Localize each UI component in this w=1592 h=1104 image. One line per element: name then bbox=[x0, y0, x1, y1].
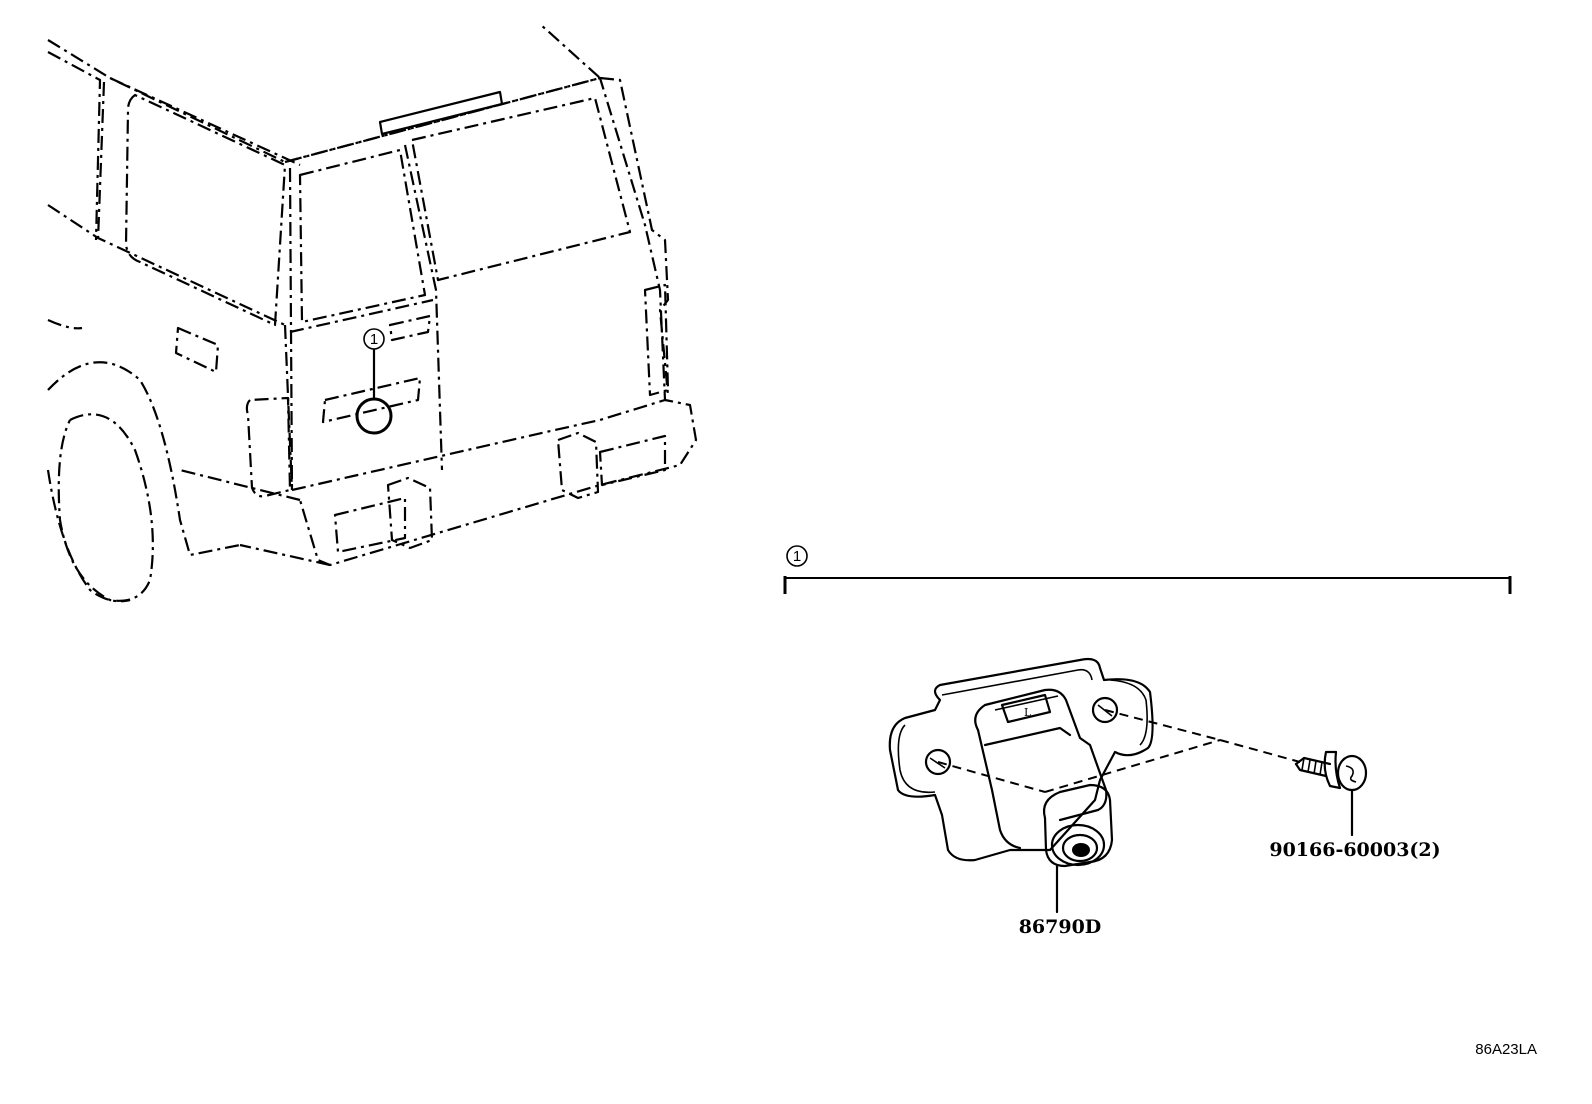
callout-circle-group bbox=[786, 545, 808, 567]
vehicle-rear-illustration: 1 bbox=[46, 23, 698, 603]
svg-text:L: L bbox=[1024, 706, 1032, 719]
part-number-screw[interactable]: 90166-60003(2) bbox=[1269, 839, 1440, 861]
rear-camera-illustration: L bbox=[888, 657, 1154, 914]
fastener-guide-lines bbox=[937, 709, 1301, 793]
camera-location-marker bbox=[355, 397, 393, 435]
figure-code: 86A23LA bbox=[1475, 1041, 1537, 1058]
screw-illustration bbox=[1294, 750, 1368, 837]
callout-number-vehicle: 1 bbox=[370, 331, 378, 348]
group-bracket: 1 bbox=[783, 545, 1512, 594]
callout-circle-vehicle bbox=[363, 328, 385, 350]
part-number-camera[interactable]: 86790D bbox=[1019, 916, 1102, 938]
callout-number-group: 1 bbox=[793, 548, 801, 565]
